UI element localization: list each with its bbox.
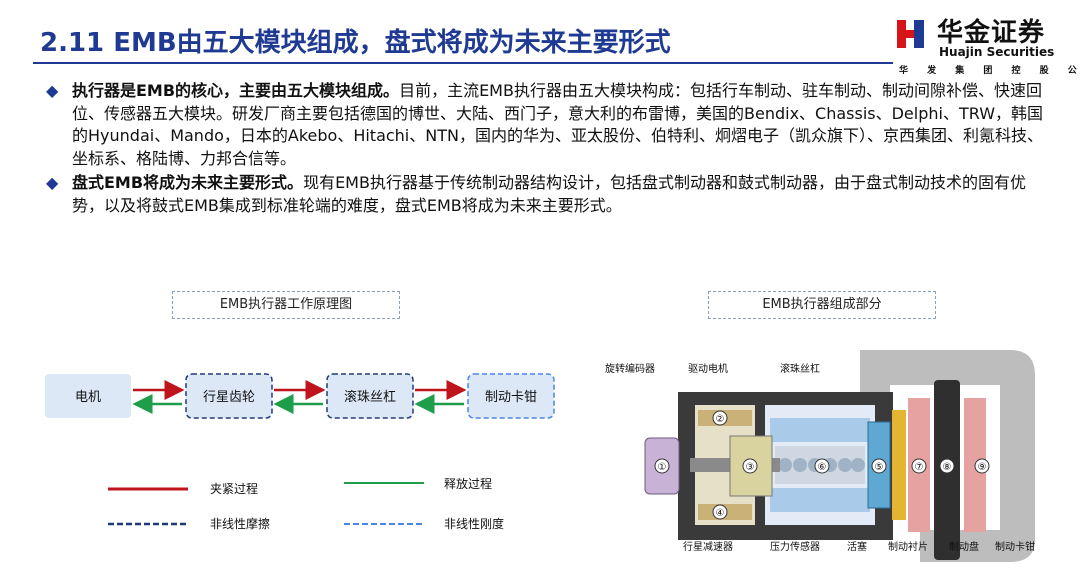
bullet-list: ◆ 执行器是EMB的核心，主要由五大模块组成。目前，主流EMB执行器由五大模块构… [44, 80, 1044, 219]
node-planetary-gear: 行星齿轮 [185, 373, 273, 419]
node-ball-screw: 滚珠丝杠 [326, 373, 414, 419]
components-caption: EMB执行器组成部分 [708, 291, 936, 319]
label-brake-pad: 制动衬片 [888, 540, 928, 553]
label-planetary-reducer: 行星减速器 [683, 540, 733, 553]
node-motor: 电机 [45, 374, 131, 418]
page-title: 2.11 EMB由五大模块组成，盘式将成为未来主要形式 [40, 28, 671, 58]
piston [892, 410, 906, 520]
legend-friction-label: 非线性摩擦 [210, 516, 270, 531]
logo-name-cn: 华金证券 [937, 18, 1046, 48]
caliper-housing [860, 350, 1035, 562]
screw-lower [770, 488, 870, 512]
screw-upper [770, 418, 870, 442]
marker-4: ④ [716, 508, 725, 519]
huajin-logo-icon [897, 20, 924, 48]
company-logo: 华金证券 Huajin Securities 华 发 集 团 控 股 公 司 [895, 8, 1080, 78]
node-brake-caliper-label: 制动卡钳 [485, 390, 537, 405]
bullet-2-text: 现有EMB执行器基于传统制动器结构设计，包括盘式制动器和鼓式制动器，由于盘式制动… [72, 173, 1026, 215]
diagram-caption: EMB执行器工作原理图 [172, 291, 400, 319]
label-drive-motor: 驱动电机 [688, 362, 728, 375]
label-brake-caliper: 制动卡钳 [995, 540, 1035, 553]
marker-2: ② [716, 414, 725, 425]
label-piston: 活塞 [847, 540, 867, 553]
bullet-item-1: ◆ 执行器是EMB的核心，主要由五大模块组成。目前，主流EMB执行器由五大模块构… [44, 80, 1044, 170]
bullet-1-text: 目前，主流EMB执行器由五大模块构成：包括行车制动、驻车制动、制动间隙补偿、快速… [72, 81, 1044, 168]
marker-5: ⑤ [875, 462, 884, 473]
marker-3: ③ [746, 462, 755, 473]
marker-6: ⑥ [818, 462, 827, 473]
emb-principle-diagram: 电机 行星齿轮 滚珠丝杠 制动卡钳 夹紧过程 释放过程 非线性摩擦 非线性刚度 [45, 373, 555, 531]
marker-9: ⑨ [978, 462, 987, 473]
node-ball-screw-label: 滚珠丝杠 [344, 389, 396, 405]
marker-1: ① [658, 462, 667, 473]
legend-release-label: 释放过程 [444, 476, 492, 491]
bullet-item-2: ◆ 盘式EMB将成为未来主要形式。现有EMB执行器基于传统制动器结构设计，包括盘… [44, 172, 1044, 217]
bullet-2-bold: 盘式EMB将成为未来主要形式。 [72, 173, 304, 192]
logo-name-en: Huajin Securities [939, 45, 1055, 59]
emb-components-figure: 旋转编码器 驱动电机 滚珠丝杠 ① ② ③ ④ ⑤ ⑥ ⑦ ⑧ [590, 340, 1050, 572]
marker-7: ⑦ [915, 462, 924, 473]
legend-clamp-label: 夹紧过程 [210, 481, 258, 496]
legend-stiffness-label: 非线性刚度 [444, 516, 504, 531]
logo-subtitle: 华 发 集 团 控 股 公 司 [899, 66, 1080, 76]
label-pressure-sensor: 压力传感器 [770, 540, 820, 553]
diamond-bullet-icon: ◆ [46, 173, 59, 192]
diamond-bullet-icon: ◆ [46, 81, 59, 100]
label-brake-disc: 制动盘 [949, 540, 979, 553]
node-brake-caliper: 制动卡钳 [467, 373, 555, 419]
marker-8: ⑧ [943, 462, 952, 473]
node-planetary-gear-label: 行星齿轮 [203, 390, 255, 405]
title-rule [33, 62, 893, 64]
node-motor-label: 电机 [75, 390, 101, 405]
label-ball-screw: 滚珠丝杠 [780, 362, 820, 375]
label-rotary-encoder: 旋转编码器 [605, 362, 655, 375]
bullet-1-bold: 执行器是EMB的核心，主要由五大模块组成。 [72, 81, 400, 100]
